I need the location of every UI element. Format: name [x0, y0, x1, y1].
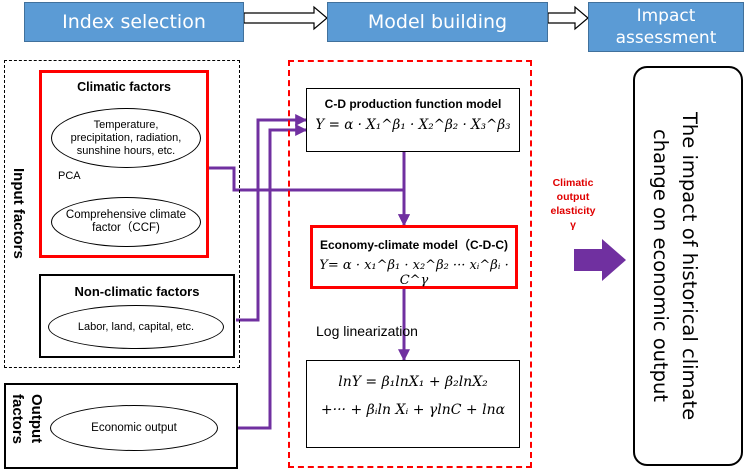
stage-index-selection: Index selection [24, 2, 244, 42]
log-linearization-label: Log linearization [316, 323, 418, 339]
input-factors-label: Input factors [10, 168, 27, 259]
non-climatic-variables-ellipse: Labor, land, capital, etc. [48, 305, 224, 349]
output-factors-label: Output factors [9, 394, 45, 445]
cd-model-title: C-D production function model [324, 97, 502, 111]
impact-text: The impact of historical climate change … [649, 111, 701, 421]
cdc-model-title: Economy-climate model（C-D-C) [319, 238, 509, 252]
climatic-variables-ellipse: Temperature, precipitation, radiation, s… [51, 108, 201, 168]
model-building-group [288, 60, 532, 468]
non-climatic-title: Non-climatic factors [74, 284, 200, 299]
impact-box [633, 66, 743, 466]
input-factors-group [4, 60, 240, 368]
stage-impact-assessment: Impact assessment [588, 2, 744, 52]
stage-arrow-2 [547, 5, 589, 31]
stage-arrow-1 [243, 5, 328, 31]
impact-arrow [574, 239, 626, 281]
pca-label: PCA [58, 170, 81, 182]
climatic-factors-title: Climatic factors [77, 80, 171, 94]
cd-model-formula: Y = α · X₁^β₁ · X₂^β₂ · X₃^β₃ [315, 117, 511, 133]
log-formula-line1: lnY = β₁lnX₁ + β₂lnX₂ [338, 374, 488, 390]
connector-nonclimatic-to-cd [236, 114, 308, 322]
economic-output-ellipse: Economic output [50, 405, 218, 451]
log-formula-line2: +··· + βᵢln Xᵢ + γlnC + lnα [320, 402, 506, 418]
ccf-ellipse: Comprehensive climate factor（CCF) [51, 197, 201, 247]
log-formula-box: lnY = β₁lnX₁ + β₂lnX₂ +··· + βᵢln Xᵢ + γ… [306, 360, 520, 448]
cdc-model-formula: Y= α · x₁^β₁ · x₂^β₂ ··· xᵢ^βᵢ · C^γ [319, 258, 509, 288]
cdc-model-box: Economy-climate model（C-D-C) Y= α · x₁^β… [310, 225, 518, 289]
stage-model-building: Model building [327, 2, 548, 42]
elasticity-label: Climatic output elasticity γ [550, 177, 596, 231]
cd-model-box: C-D production function model Y = α · X₁… [306, 88, 520, 152]
